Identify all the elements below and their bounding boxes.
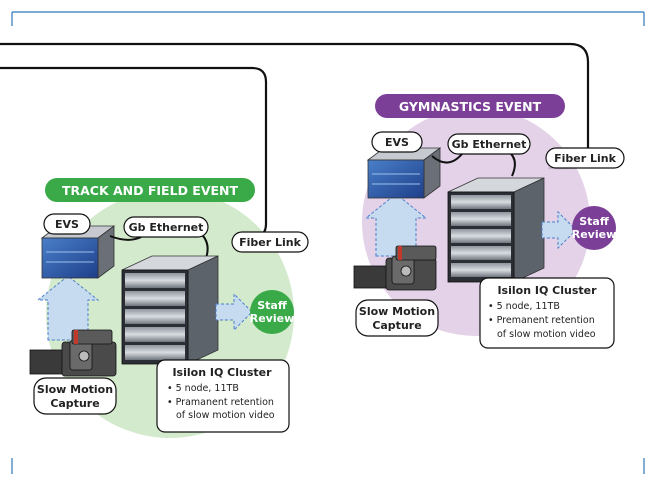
svg-text:• Premanent retention: • Premanent retention — [488, 315, 595, 326]
svg-text:• 5 node, 11TB: • 5 node, 11TB — [167, 383, 239, 394]
svg-text:Capture: Capture — [50, 397, 99, 410]
track-field-title: TRACK AND FIELD EVENT — [62, 183, 239, 198]
svg-text:• Pramanent retention: • Pramanent retention — [167, 397, 274, 408]
svg-text:Review: Review — [572, 228, 617, 241]
staff-review-badge: Staff Review — [572, 206, 617, 250]
svg-text:• 5 node, 11TB: • 5 node, 11TB — [488, 301, 560, 312]
svg-text:Gb Ethernet: Gb Ethernet — [129, 221, 204, 234]
slow-motion-capture-label: Slow Motion Capture — [33, 377, 117, 415]
svg-text:Capture: Capture — [372, 319, 421, 332]
gb-ethernet-label: Gb Ethernet — [447, 133, 531, 155]
fiber-link-label: Fiber Link — [545, 147, 625, 169]
review-arrow — [541, 210, 577, 250]
svg-text:Isilon IQ Cluster: Isilon IQ Cluster — [172, 366, 272, 379]
svg-text:Fiber Link: Fiber Link — [239, 236, 301, 249]
svg-text:Staff: Staff — [579, 215, 609, 228]
track-field-event-badge: TRACK AND FIELD EVENT — [45, 178, 255, 202]
svg-text:of slow motion video: of slow motion video — [497, 329, 596, 340]
isilon-cluster-server-stack — [121, 255, 219, 365]
svg-text:Gb Ethernet: Gb Ethernet — [452, 138, 527, 151]
svg-text:Slow Motion: Slow Motion — [359, 305, 435, 318]
svg-text:of slow motion video: of slow motion video — [176, 410, 275, 421]
svg-text:Fiber Link: Fiber Link — [554, 152, 616, 165]
video-camera-icon — [29, 329, 117, 377]
isilon-cluster-info-box: Isilon IQ Cluster • 5 node, 11TB • Prema… — [479, 277, 615, 349]
slow-motion-capture-label: Slow Motion Capture — [355, 299, 439, 337]
gymnastics-section: GYMNASTICS EVENT EVS Gb Ethernet Fiber L… — [353, 94, 625, 349]
isilon-cluster-info-box: Isilon IQ Cluster • 5 node, 11TB • Prama… — [156, 359, 290, 433]
gymnastics-title: GYMNASTICS EVENT — [399, 99, 542, 114]
svg-text:Staff: Staff — [257, 299, 287, 312]
svg-text:Slow Motion: Slow Motion — [37, 383, 113, 396]
isilon-cluster-server-stack — [447, 177, 545, 283]
staff-review-badge: Staff Review — [250, 290, 295, 334]
evs-server-icon — [366, 147, 442, 199]
svg-text:Isilon IQ Cluster: Isilon IQ Cluster — [497, 284, 597, 297]
svg-text:Review: Review — [250, 312, 295, 325]
review-arrow — [215, 292, 253, 332]
svg-text:EVS: EVS — [55, 218, 79, 231]
evs-label: EVS — [371, 131, 423, 153]
gymnastics-event-badge: GYMNASTICS EVENT — [375, 94, 565, 118]
svg-text:EVS: EVS — [385, 136, 409, 149]
video-camera-icon — [353, 245, 437, 291]
page-frame — [11, 11, 645, 474]
track-field-section: TRACK AND FIELD EVENT EVS Gb Ethernet Fi… — [29, 178, 309, 438]
gb-ethernet-label: Gb Ethernet — [123, 216, 209, 238]
fiber-link-label: Fiber Link — [231, 231, 309, 253]
evs-label: EVS — [43, 213, 91, 235]
